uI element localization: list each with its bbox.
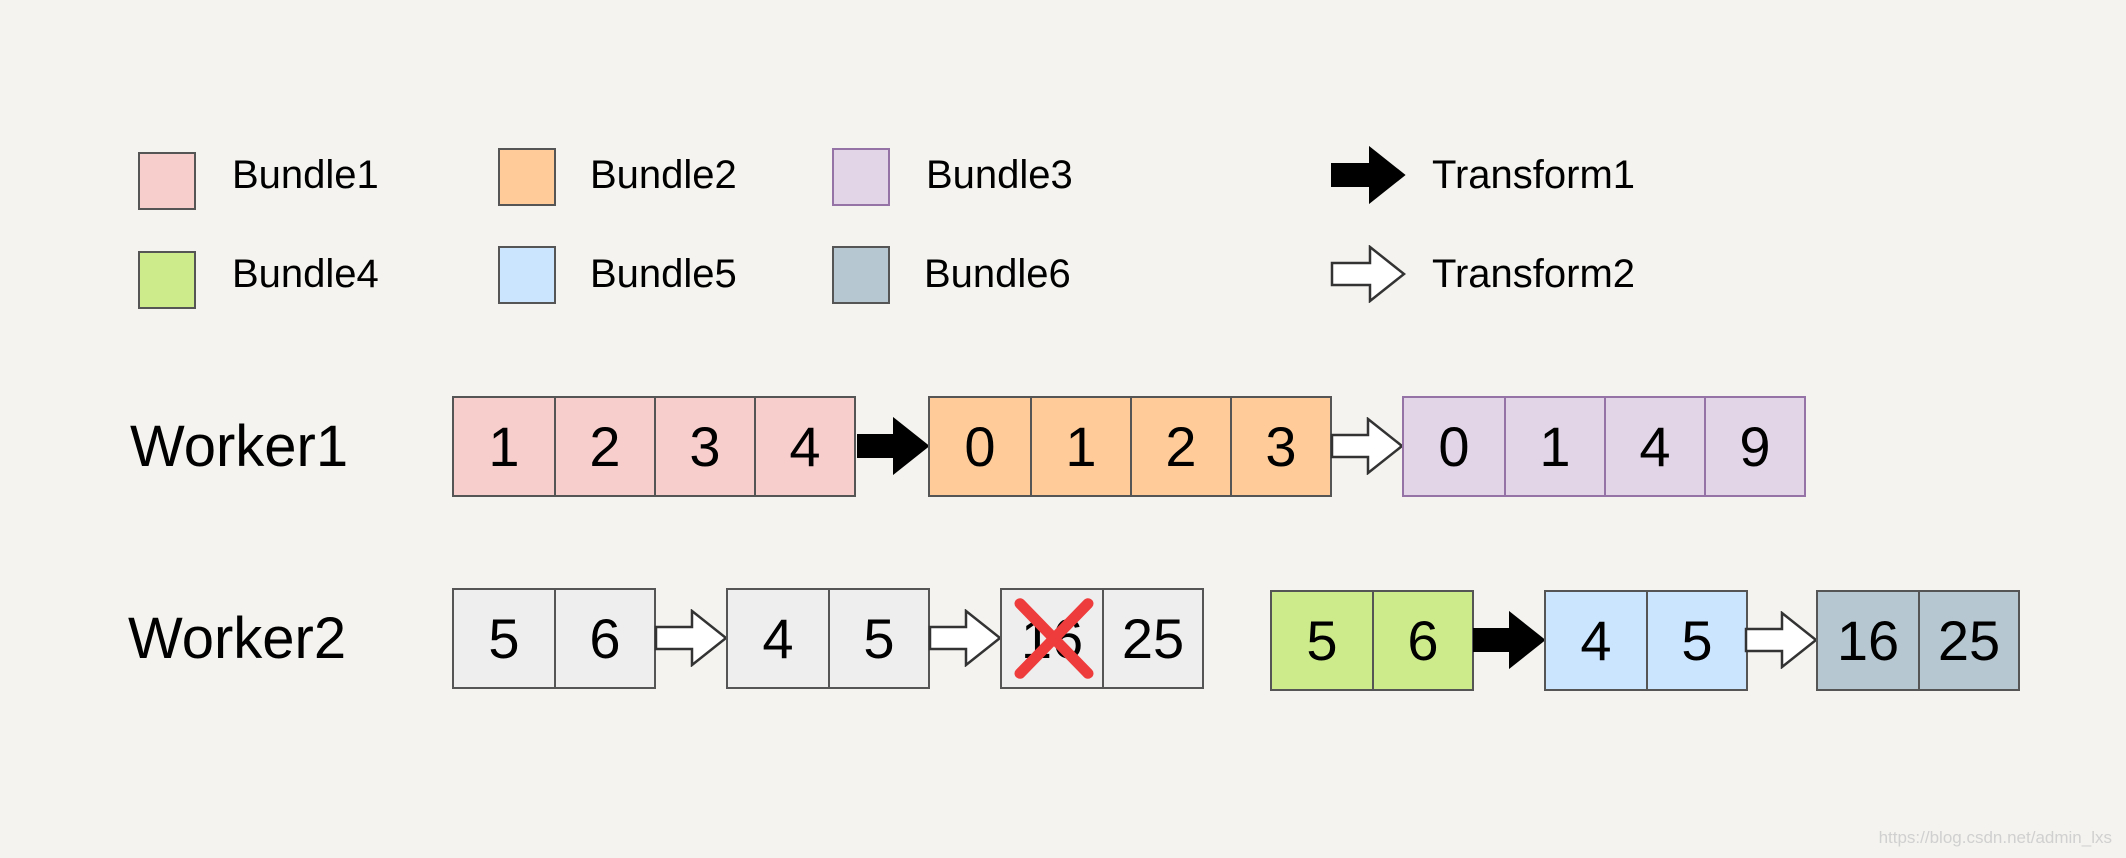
bundle-cell: 1 (1504, 398, 1604, 495)
bundle-cell: 9 (1704, 398, 1804, 495)
hollow-arrow-icon (1330, 245, 1406, 303)
legend-label-bundle6: Bundle6 (924, 252, 1071, 296)
worker1-bundle3: 0 1 4 9 (1402, 396, 1806, 497)
bundle-cell: 2 (1130, 398, 1230, 495)
worker2-bundle-gray1: 5 6 (452, 588, 656, 689)
bundle-cell: 5 (488, 607, 520, 670)
legend-label-transform1: Transform1 (1432, 153, 1636, 197)
worker2-bundle4: 5 6 (1270, 590, 1474, 691)
legend-label-bundle4: Bundle4 (232, 252, 379, 296)
worker2-bundle6: 16 25 (1816, 590, 2020, 691)
bundle-cell: 3 (1230, 398, 1330, 495)
worker1-label: Worker1 (130, 414, 349, 479)
legend-label-transform2: Transform2 (1432, 252, 1636, 296)
worker2-bundle5: 4 5 (1544, 590, 1748, 691)
bundle-cell: 4 (754, 398, 854, 495)
bundle-cell: 16 (1836, 609, 1900, 672)
bundle-cell: 0 (964, 415, 996, 478)
worker2-bundle-gray3: 16 25 (1000, 588, 1204, 689)
crossed-out-cell: 16 (1002, 590, 1102, 687)
legend-swatch-bundle3 (832, 148, 890, 206)
bundle-cell: 1 (488, 415, 520, 478)
hollow-arrow-icon (1744, 611, 1818, 669)
bundle-cell: 4 (1604, 398, 1704, 495)
worker2-bundle-gray2: 4 5 (726, 588, 930, 689)
hollow-arrow-icon (654, 609, 728, 667)
bundle-cell: 4 (1580, 609, 1612, 672)
bundle-cell: 5 (828, 590, 928, 687)
watermark: https://blog.csdn.net/admin_lxs (1878, 828, 2112, 847)
filled-arrow-icon (1473, 611, 1546, 669)
hollow-arrow-icon (1330, 417, 1404, 475)
bundle-cell: 4 (762, 607, 794, 670)
bundle-cell: 5 (1646, 592, 1746, 689)
filled-arrow-icon (1331, 146, 1406, 204)
worker2-label: Worker2 (128, 606, 347, 671)
bundle-cell: 5 (1306, 609, 1338, 672)
bundle-cell: 25 (1918, 592, 2018, 689)
worker1-bundle1: 1 2 3 4 (452, 396, 856, 497)
legend-label-bundle1: Bundle1 (232, 153, 379, 197)
legend-label-bundle2: Bundle2 (590, 153, 737, 197)
bundle-cell: 0 (1438, 415, 1470, 478)
legend-swatch-bundle1 (138, 152, 196, 210)
bundle-cell: 6 (554, 590, 654, 687)
legend-swatch-bundle5 (498, 246, 556, 304)
legend-swatch-bundle4 (138, 251, 196, 309)
bundle-cell: 3 (654, 398, 754, 495)
filled-arrow-icon (857, 417, 930, 475)
crossed-out-value: 16 (1020, 607, 1084, 670)
legend-swatch-bundle6 (832, 246, 890, 304)
worker1-bundle2: 0 1 2 3 (928, 396, 1332, 497)
hollow-arrow-icon (928, 609, 1002, 667)
bundle-cell: 1 (1030, 398, 1130, 495)
bundle-cell: 2 (554, 398, 654, 495)
bundle-cell: 25 (1102, 590, 1202, 687)
bundle-cell: 6 (1372, 592, 1472, 689)
legend-label-bundle5: Bundle5 (590, 252, 737, 296)
legend-swatch-bundle2 (498, 148, 556, 206)
legend-label-bundle3: Bundle3 (926, 153, 1073, 197)
